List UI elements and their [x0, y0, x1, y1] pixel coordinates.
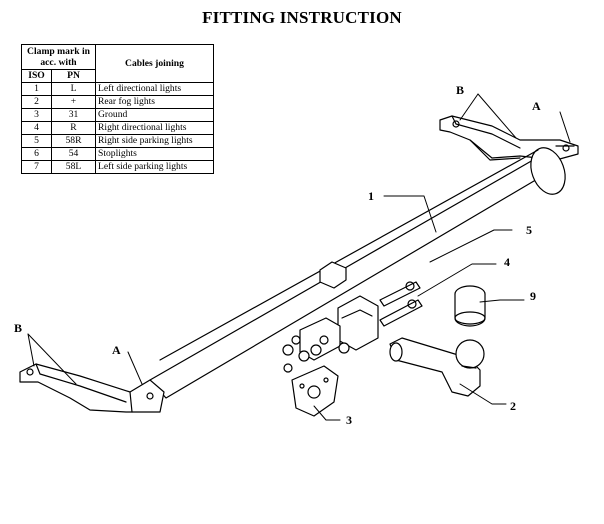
legend-desc: Left side parking lights: [95, 160, 214, 174]
callout-part-4: 4: [504, 255, 510, 269]
legend-header-clamp: Clamp mark in acc. with: [21, 44, 96, 70]
legend-row: 6 54 Stoplights: [21, 147, 214, 161]
callout-part-9: 9: [530, 289, 536, 303]
callout-part-2: 2: [510, 399, 516, 413]
callout-part-1: 1: [368, 189, 374, 203]
callout-a-left: A: [112, 343, 121, 357]
legend-row: 1 L Left directional lights: [21, 82, 214, 96]
legend-row: 4 R Right directional lights: [21, 121, 214, 135]
right-mounting-bracket: [439, 115, 579, 161]
left-mounting-bracket: [19, 363, 165, 413]
legend-header-cables: Cables joining: [95, 44, 214, 83]
legend-iso: 7: [21, 160, 52, 174]
socket-plate: [291, 365, 339, 417]
crossbar-tube: [149, 147, 566, 399]
cable-legend-table: Clamp mark in acc. with Cables joining I…: [21, 44, 214, 174]
page-title: FITTING INSTRUCTION: [202, 8, 402, 27]
callout-leaders: [27, 93, 571, 421]
callout-b-left: B: [14, 321, 22, 335]
bolt-set: [379, 281, 423, 327]
legend-row: 5 58R Right side parking lights: [21, 134, 214, 148]
callout-a-top: A: [532, 99, 541, 113]
callout-part-3: 3: [346, 413, 352, 427]
callout-b-top: B: [456, 83, 464, 97]
callout-part-5: 5: [526, 223, 532, 237]
ball-cover: [454, 285, 486, 327]
tow-ball-arm: [389, 337, 485, 397]
legend-row: 7 58L Left side parking lights: [21, 160, 214, 174]
nuts-and-washers: [282, 335, 350, 373]
